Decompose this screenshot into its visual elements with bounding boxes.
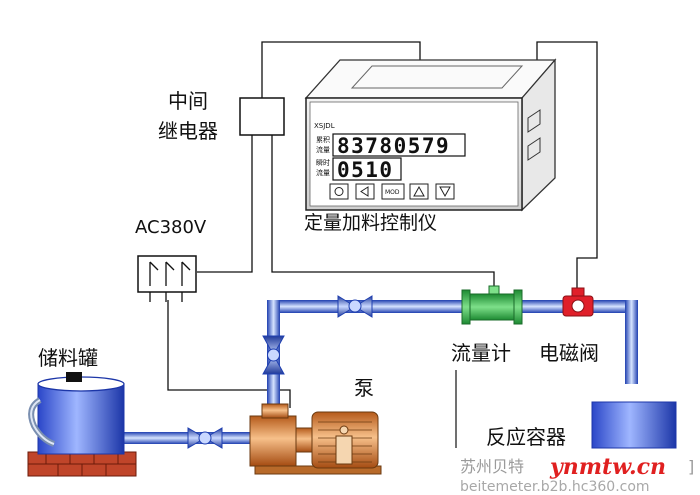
storage-tank-label: 储料罐 xyxy=(38,346,98,370)
relay-label-line2: 继电器 xyxy=(158,119,218,143)
triangle-left-icon xyxy=(360,186,369,197)
controller-unit: XSJDL 累积 流量 83780579 瞬时 流量 0510 MOD xyxy=(304,58,557,212)
controller-button-left[interactable] xyxy=(355,183,375,200)
controller-button-circle[interactable] xyxy=(329,183,349,200)
pump-label: 泵 xyxy=(354,376,374,400)
controller-label: 定量加料控制仪 xyxy=(304,212,437,234)
row1-value: 83780579 xyxy=(337,134,450,158)
breaker-switch xyxy=(137,255,197,302)
row2-value: 0510 xyxy=(337,158,394,182)
mod-button-label: MOD xyxy=(385,189,400,196)
controller-brand: XSJDL xyxy=(314,122,335,130)
row2-display xyxy=(332,157,402,181)
watermark-site: ynmtw.cn xyxy=(549,454,666,480)
flowmeter xyxy=(461,285,523,325)
storage-tank xyxy=(27,372,137,477)
watermark: 苏州贝特 ynmtw.cn ] beitemeter.b2b.hc360.com xyxy=(460,454,694,495)
row2-label-b: 流量 xyxy=(316,168,330,177)
relay-label-line1: 中间 xyxy=(168,89,208,113)
wire-controller-valve xyxy=(536,41,598,292)
solenoid-valve xyxy=(562,287,594,317)
row1-label-b: 流量 xyxy=(316,145,330,154)
wire-relay-controller xyxy=(261,41,421,98)
solenoid-valve-label: 电磁阀 xyxy=(539,341,599,365)
watermark-url: beitemeter.b2b.hc360.com xyxy=(460,479,650,495)
triangle-up-icon xyxy=(413,185,425,197)
row1-display xyxy=(332,133,466,157)
ball-valve-riser xyxy=(262,335,285,375)
control-wires xyxy=(167,41,598,408)
reactor-label: 反应容器 xyxy=(486,425,566,449)
wire-breaker-pump xyxy=(167,300,291,408)
wire-relay-breaker xyxy=(197,135,253,273)
flowmeter-label: 流量计 xyxy=(451,341,511,365)
relay-box xyxy=(239,97,285,136)
breaker-label: AC380V xyxy=(135,217,207,238)
row1-label-a: 累积 xyxy=(316,135,330,144)
pipeline xyxy=(122,300,638,444)
circle-icon xyxy=(334,187,344,196)
wire-relay-flowmeter xyxy=(271,135,495,292)
controller-button-mod[interactable] xyxy=(381,183,405,200)
triangle-down-icon xyxy=(439,186,451,198)
watermark-company: 苏州贝特 xyxy=(460,457,524,476)
ball-valve-top xyxy=(337,295,373,318)
pump xyxy=(249,403,382,475)
row2-label-a: 瞬时 xyxy=(316,158,330,167)
watermark-bracket: ] xyxy=(688,457,694,476)
reactor-vessel xyxy=(455,370,677,449)
ball-valve-bottom xyxy=(187,427,223,449)
